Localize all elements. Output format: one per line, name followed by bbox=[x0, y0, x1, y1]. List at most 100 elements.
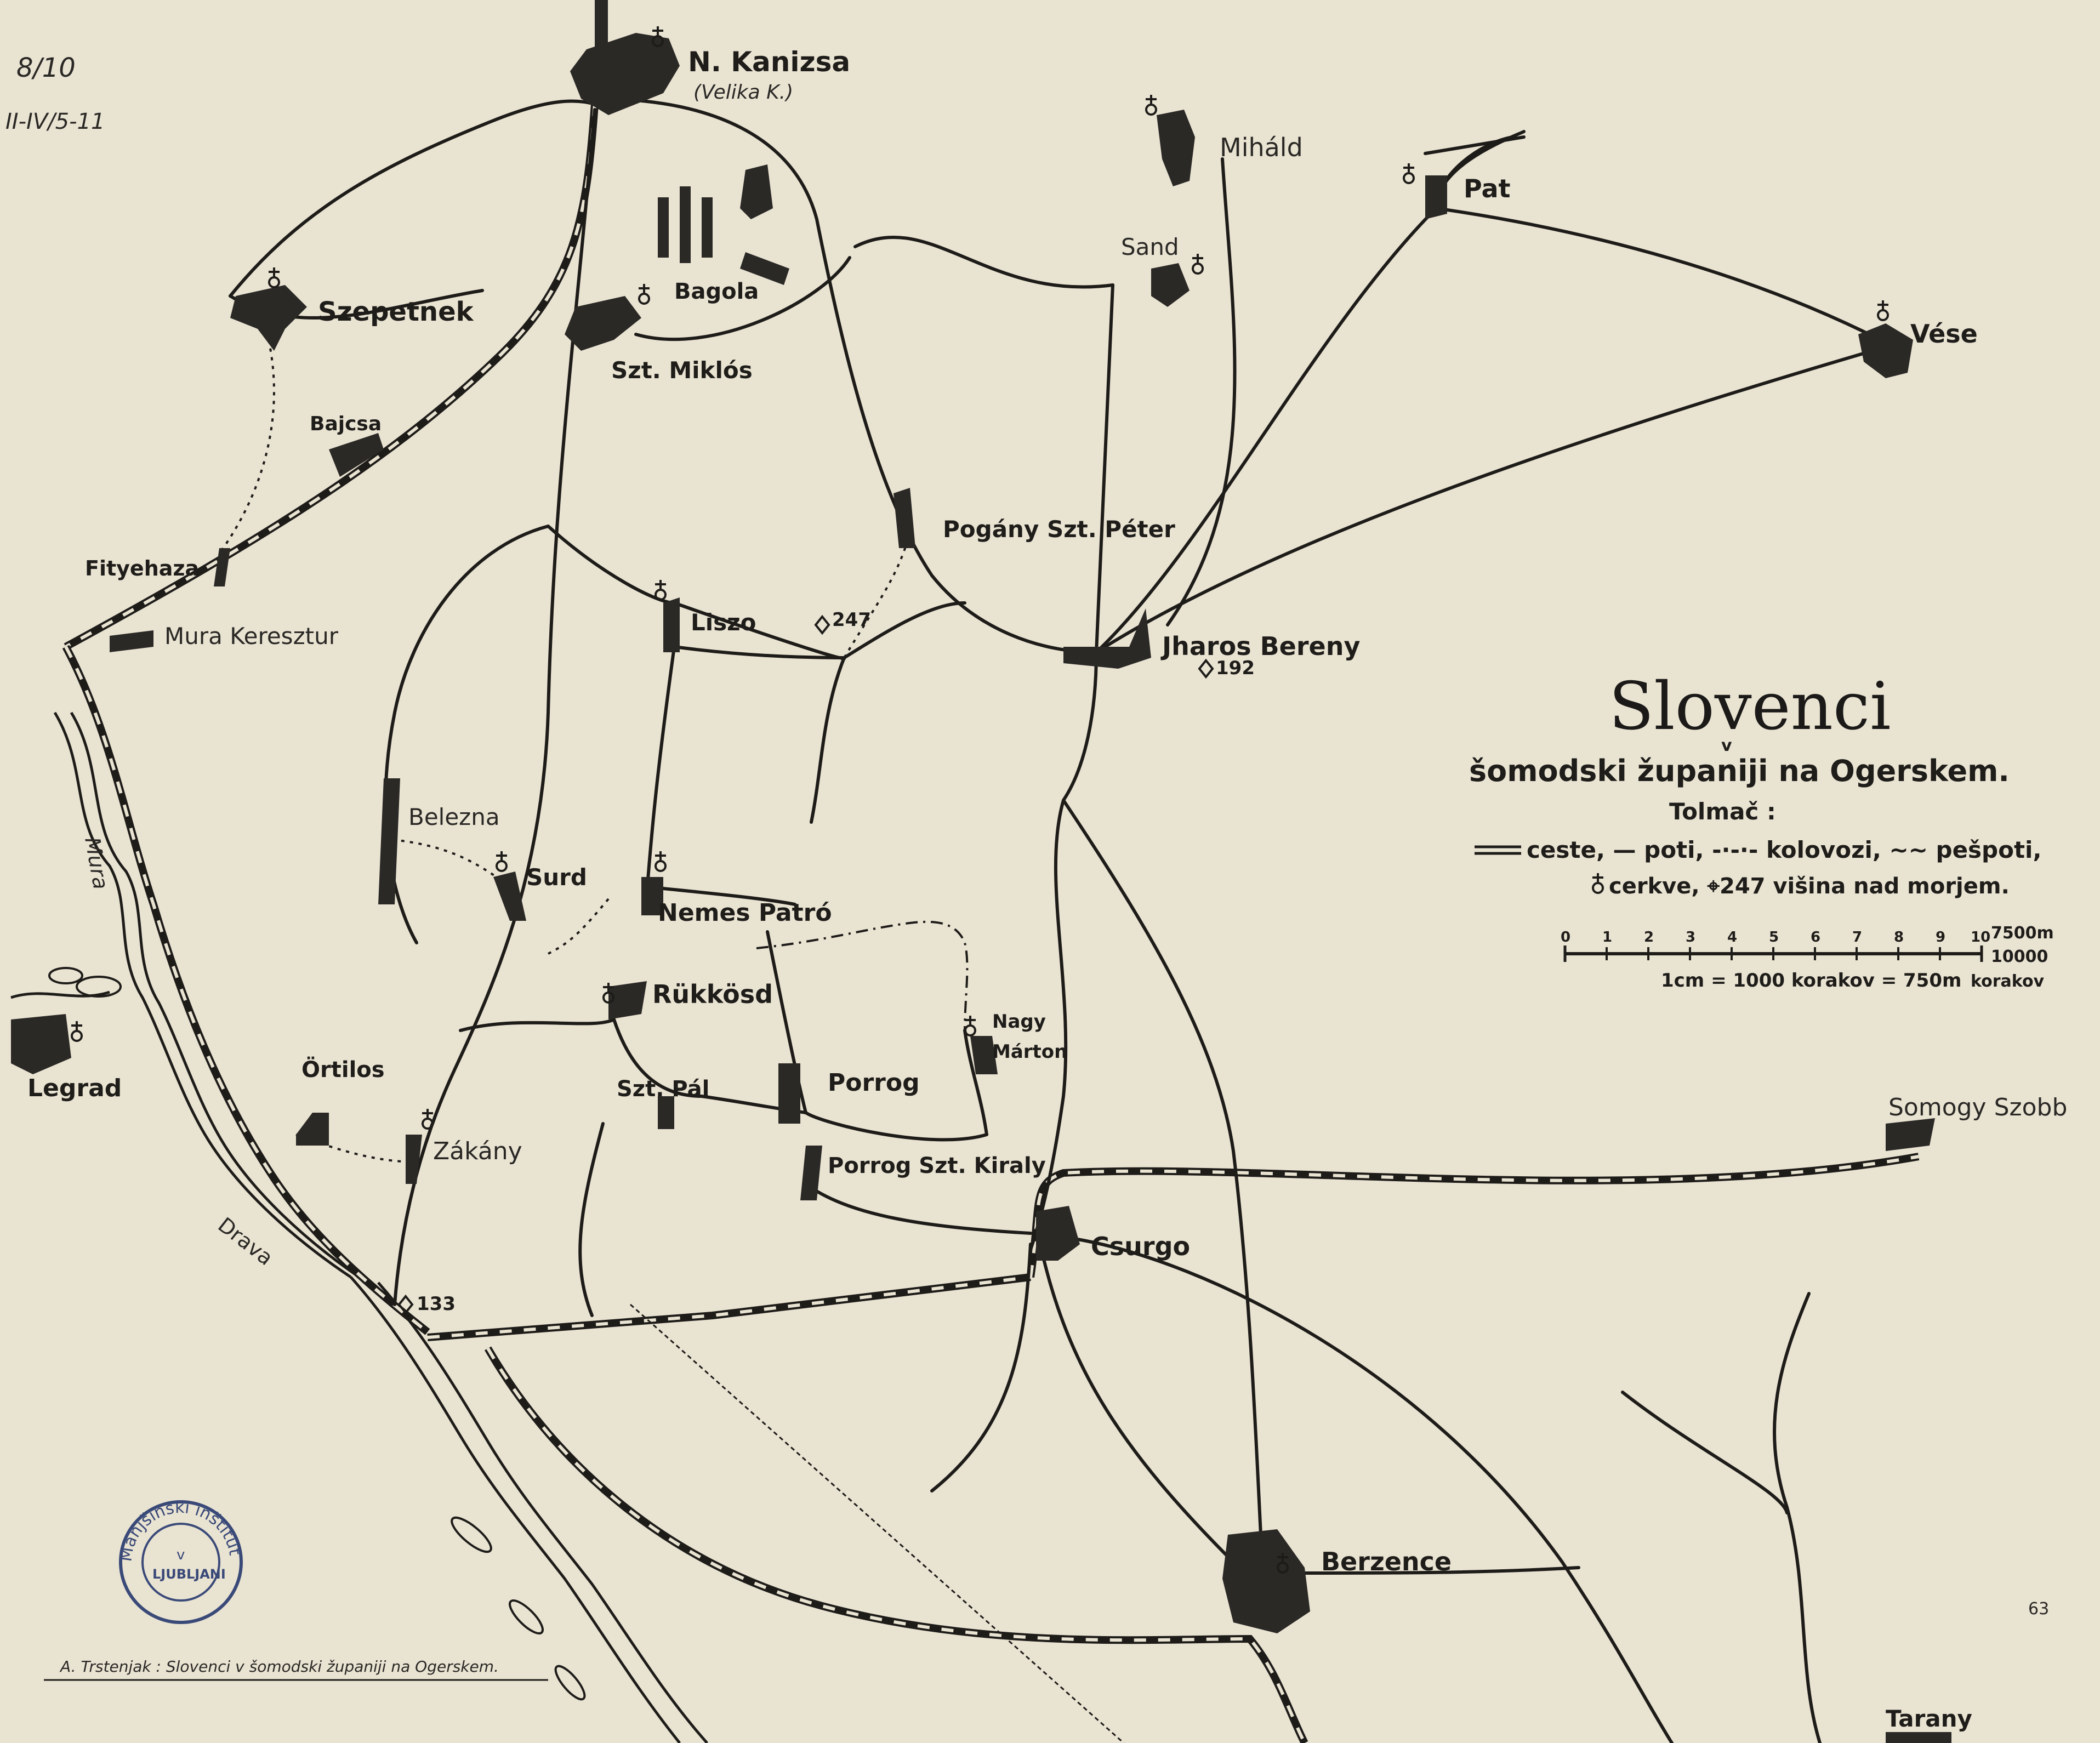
sztpal-town bbox=[658, 1096, 674, 1129]
scale-tick-6: 6 bbox=[1811, 929, 1820, 945]
mihald-town bbox=[1157, 110, 1195, 186]
label-kanizsa-alt: (Velika K.) bbox=[693, 81, 793, 104]
map-title-v: v bbox=[1721, 736, 1732, 755]
label-liszo: Liszo bbox=[691, 609, 756, 636]
label-poganyszt: Pogány Szt. Péter bbox=[943, 516, 1175, 543]
label-szepetnek: Szepetnek bbox=[318, 297, 474, 327]
page-number: 63 bbox=[2028, 1599, 2049, 1619]
label-berzence: Berzence bbox=[1321, 1547, 1452, 1576]
legend-heading: Tolmač : bbox=[1669, 798, 1776, 825]
label-murakeresztur: Mura Keresztur bbox=[164, 623, 339, 650]
scale-caption: 1cm = 1000 korakov = 750m bbox=[1661, 970, 1961, 992]
church-icon bbox=[1403, 163, 1415, 184]
ortilos-town bbox=[296, 1113, 329, 1146]
label-csurgo: Csurgo bbox=[1091, 1232, 1190, 1261]
scale-tick-2: 2 bbox=[1644, 929, 1654, 945]
church-icon bbox=[638, 284, 650, 305]
margin-ref-top: 8/10 bbox=[16, 53, 76, 83]
liszo-town bbox=[663, 597, 680, 652]
title-block: Slovenci v šomodski županiji na Ogerskem… bbox=[1469, 669, 2010, 788]
label-somogyszobb: Somogy Szobb bbox=[1888, 1093, 2067, 1121]
scale-tick-5: 5 bbox=[1769, 929, 1779, 945]
porrogsztkiraly-town bbox=[800, 1146, 822, 1200]
label-vese: Vése bbox=[1910, 319, 1978, 349]
height-133: 133 bbox=[417, 1293, 456, 1315]
vese-town bbox=[1858, 323, 1913, 378]
church-icon bbox=[652, 26, 664, 47]
stamp-center-v: v bbox=[177, 1547, 185, 1563]
church-icon bbox=[268, 267, 280, 288]
scale-tick-0: 0 bbox=[1561, 929, 1570, 945]
nemespatro-town bbox=[641, 877, 663, 915]
label-nagymarton-1: Nagy bbox=[992, 1011, 1046, 1033]
legrad-town bbox=[11, 1014, 71, 1074]
poganyszt-town bbox=[894, 488, 915, 548]
legend: Tolmač : ceste, — poti, -·-·- kolovozi, … bbox=[1475, 798, 2041, 899]
bagola-field-2 bbox=[680, 186, 691, 263]
label-belezna: Belezna bbox=[408, 804, 500, 830]
height-marker-icon bbox=[1198, 658, 1214, 679]
pat-town bbox=[1425, 175, 1447, 219]
belezna-town bbox=[378, 778, 400, 904]
map-subtitle: šomodski županiji na Ogerskem. bbox=[1469, 754, 2010, 788]
legend-double-road-icon bbox=[1475, 845, 1521, 855]
tarany-town bbox=[1886, 1732, 1951, 1743]
church-icon bbox=[71, 1021, 83, 1042]
scale-tick-7: 7 bbox=[1852, 929, 1862, 945]
label-bagola: Bagola bbox=[674, 279, 759, 304]
label-sand: Sand bbox=[1121, 233, 1179, 260]
margin-ref-second: II-IV/5-11 bbox=[5, 109, 105, 134]
label-tarany: Tarany bbox=[1886, 1705, 1972, 1732]
label-surd: Surd bbox=[526, 864, 587, 891]
bagola-field-1 bbox=[658, 197, 669, 258]
roads bbox=[229, 97, 1893, 1743]
mura-river bbox=[10, 711, 368, 1284]
church-icon bbox=[655, 851, 667, 872]
church-icon bbox=[1192, 254, 1204, 275]
sztmiklos-town bbox=[565, 296, 641, 351]
somogyszobb-town bbox=[1886, 1118, 1935, 1151]
church-icon bbox=[602, 983, 614, 1004]
scale-tick-3: 3 bbox=[1686, 929, 1695, 945]
kanizsa-spire bbox=[595, 0, 608, 49]
label-mihald: Miháld bbox=[1220, 133, 1303, 162]
map-title: Slovenci bbox=[1609, 669, 1891, 745]
sand-town bbox=[1151, 263, 1190, 307]
label-bajcsa: Bajcsa bbox=[310, 413, 382, 435]
church-icon bbox=[422, 1109, 434, 1130]
church-icon bbox=[1877, 300, 1889, 321]
scale-unit-top: 7500m bbox=[1991, 924, 2054, 943]
label-zakany: Zákány bbox=[433, 1137, 522, 1165]
kanizsa-town bbox=[570, 33, 680, 115]
scale-bar: 0 1 2 3 4 5 6 7 8 9 10 7500m 10000 1cm =… bbox=[1561, 924, 2054, 992]
scale-tick-4: 4 bbox=[1727, 929, 1737, 945]
church-icon bbox=[496, 851, 508, 872]
church-icon bbox=[655, 580, 667, 601]
bagola-field-4 bbox=[740, 164, 773, 219]
scale-tick-9: 9 bbox=[1936, 929, 1945, 945]
height-247: 247 bbox=[832, 609, 871, 631]
label-sztpal: Szt. Pál bbox=[617, 1076, 709, 1102]
church-icon bbox=[964, 1016, 976, 1036]
label-nemespatro: Nemes Patró bbox=[658, 899, 832, 927]
footpaths bbox=[218, 339, 911, 1163]
label-porrog: Porrog bbox=[828, 1069, 920, 1097]
berzence-town bbox=[1222, 1529, 1310, 1633]
label-rukkosd: Rükkösd bbox=[652, 979, 773, 1009]
murakeresztur-town bbox=[110, 630, 153, 652]
zakany-town bbox=[406, 1135, 422, 1184]
fityehaza-town bbox=[214, 548, 230, 586]
szepetnek-town bbox=[230, 285, 307, 351]
drava-river bbox=[350, 1276, 708, 1743]
csurgo-town bbox=[1036, 1206, 1080, 1261]
height-marker-icon bbox=[397, 1294, 414, 1315]
bagola-field-3 bbox=[702, 197, 713, 258]
label-jharosbereny: Jharos Bereny bbox=[1160, 631, 1360, 661]
height-marker-icon bbox=[814, 614, 830, 635]
cart-tracks bbox=[756, 920, 969, 1031]
label-kanizsa: N. Kanizsa bbox=[688, 46, 850, 78]
legend-line-2: cerkve, ⌖247 višina nad morjem. bbox=[1609, 874, 2010, 899]
church-icon bbox=[1145, 95, 1157, 116]
